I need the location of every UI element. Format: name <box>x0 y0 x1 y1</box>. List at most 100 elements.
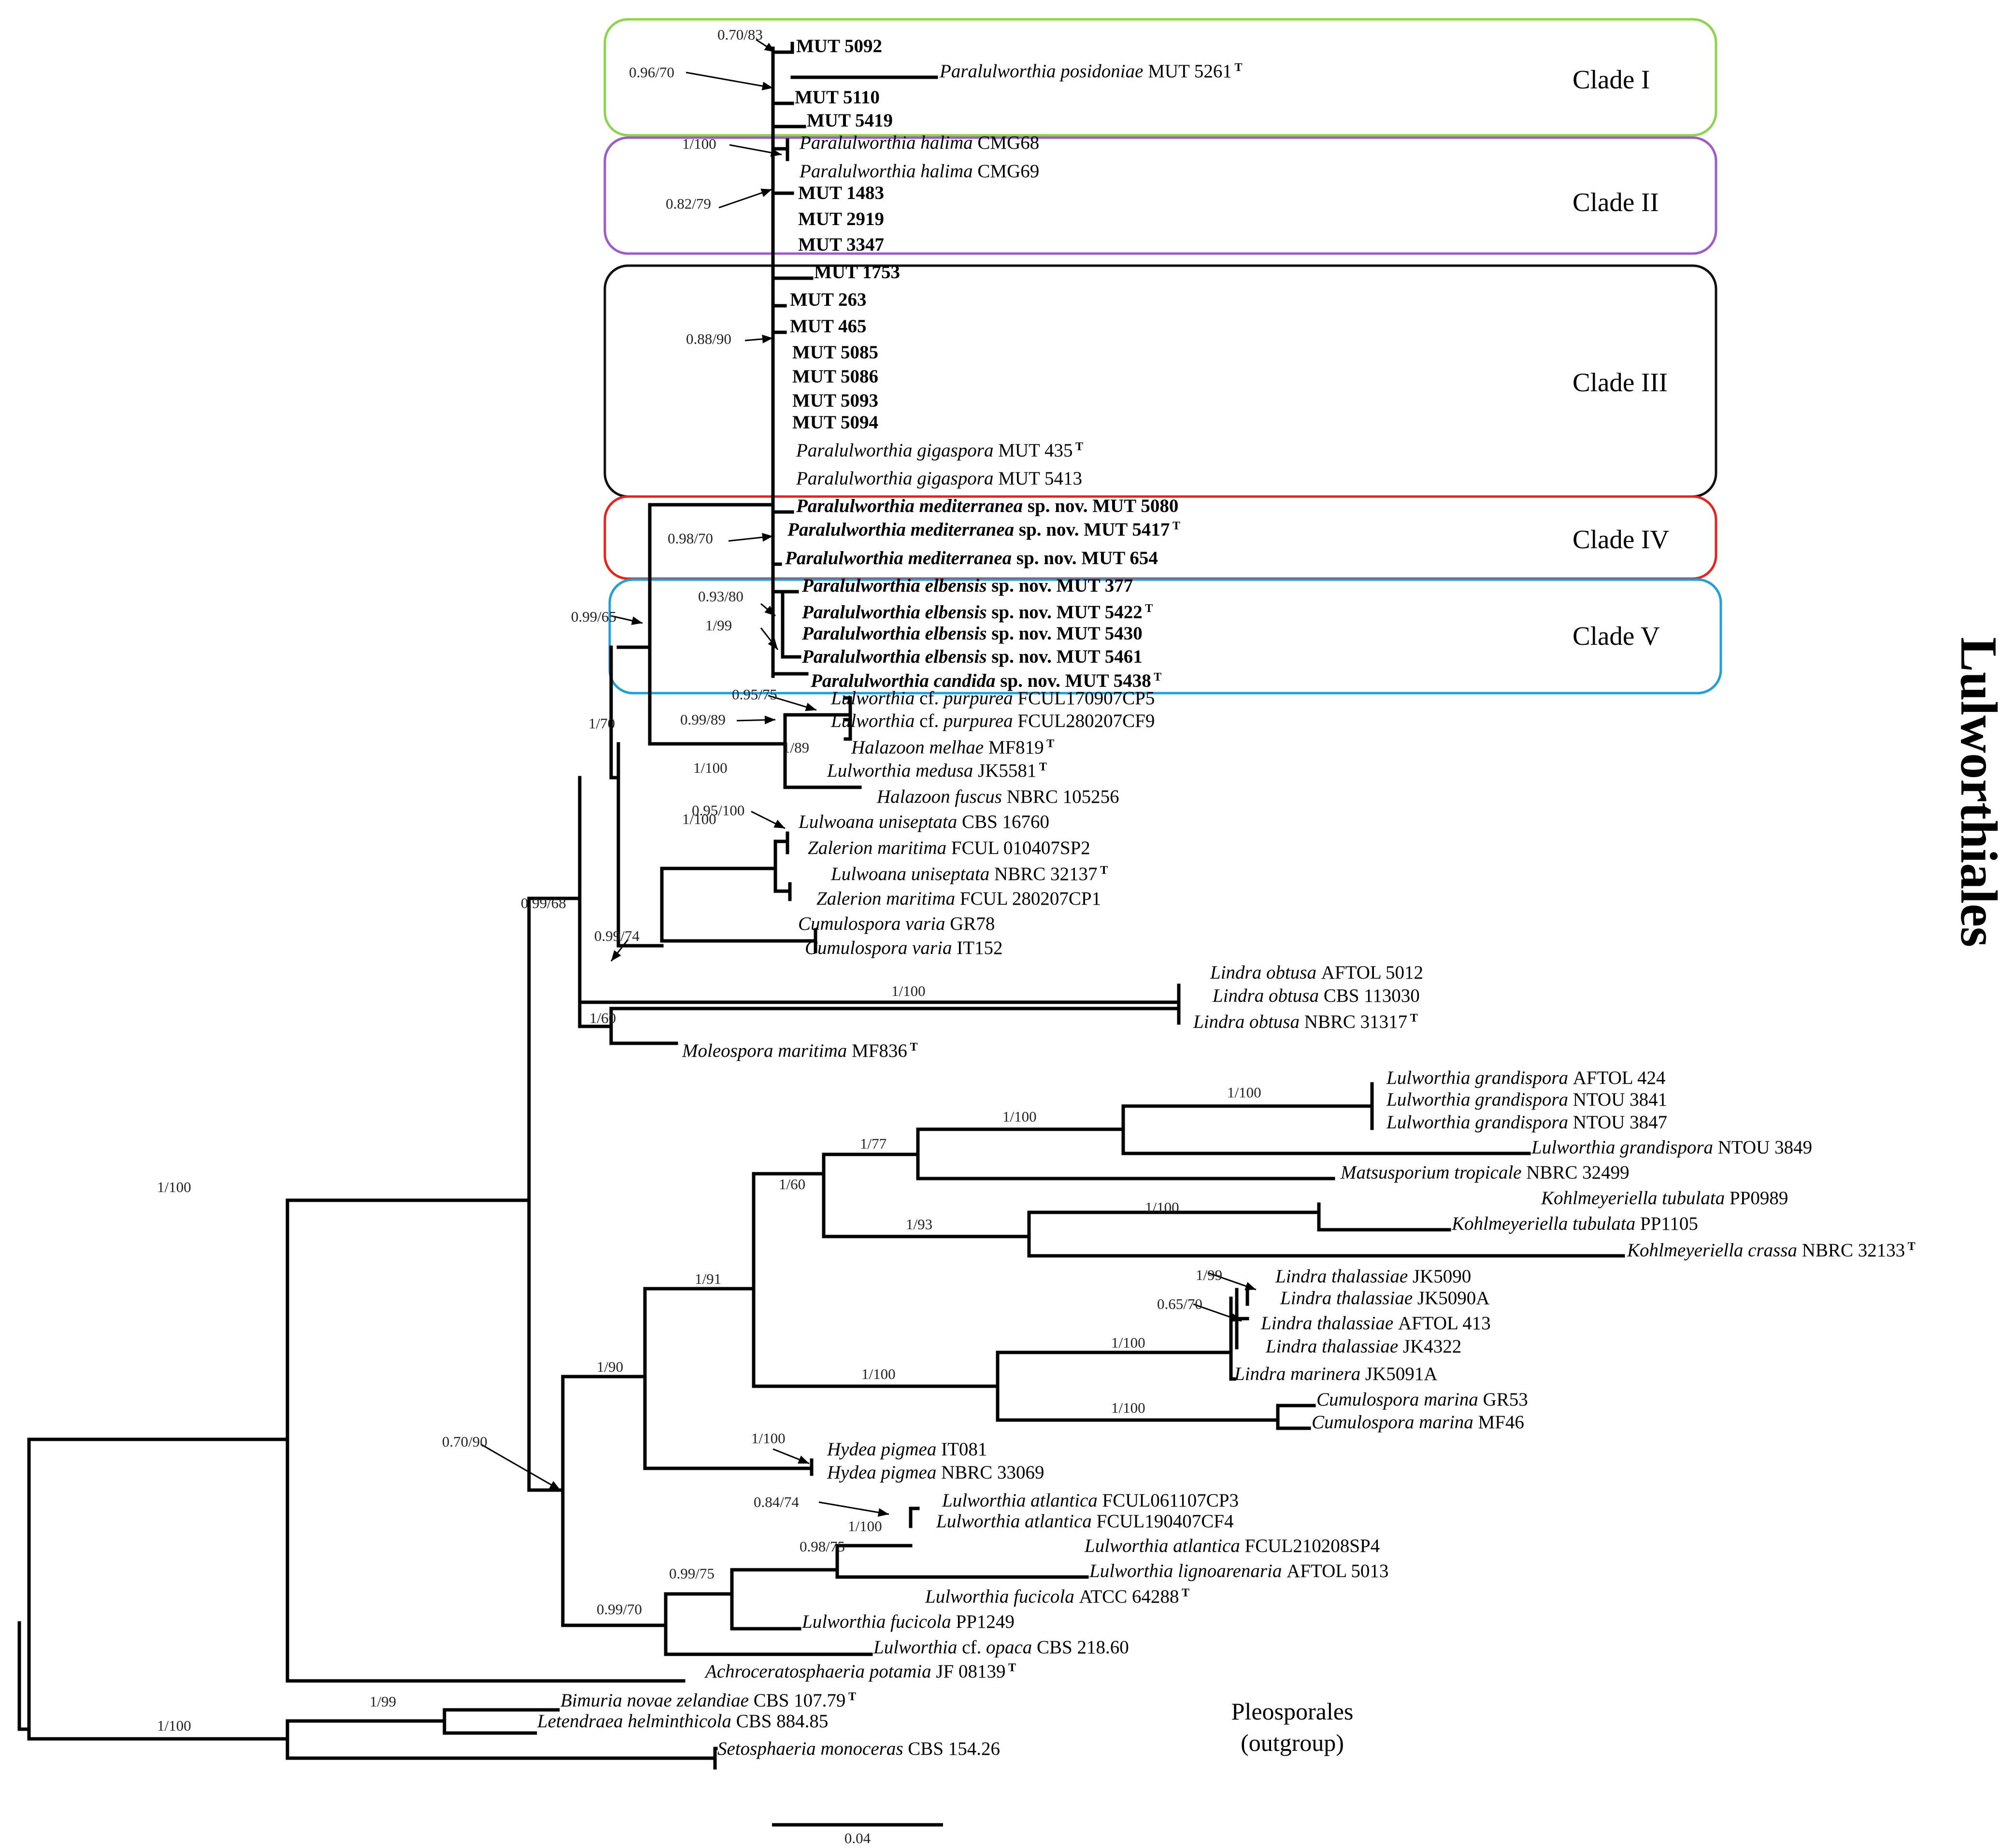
taxon-label: MUT 3347 <box>798 234 884 255</box>
strain-id: MUT 5094 <box>792 412 878 433</box>
support-value: 0.98/70 <box>668 530 713 547</box>
taxon-label: MUT 5086 <box>792 366 878 387</box>
type-marker: T <box>1151 671 1162 683</box>
taxon-name: Bimuria novae zelandiae <box>560 1690 754 1711</box>
taxon-name: Hydea pigmea <box>827 1439 941 1460</box>
taxon-name-2: opaca <box>981 1637 1032 1658</box>
strain-id: NTOU 3847 <box>1573 1112 1667 1133</box>
taxon-label: Cumulospora marina GR53 <box>1316 1389 1528 1410</box>
taxon-label: Paralulworthia gigaspora MUT 5413 <box>796 468 1082 489</box>
strain-id: MUT 5093 <box>792 390 878 411</box>
support-value: 0.95/75 <box>732 686 777 703</box>
taxon-label: Zalerion maritima FCUL 280207CP1 <box>816 888 1101 909</box>
support-value: 0.65/70 <box>1157 1295 1202 1312</box>
taxon-name: Paralulworthia halima <box>799 161 977 182</box>
taxon-label: Lindra thalassiae JK4322 <box>1265 1336 1461 1357</box>
taxon-name: Lulwoana uniseptata <box>830 864 994 884</box>
support-arrow-head <box>798 1455 809 1464</box>
support-value: 1/90 <box>597 1358 623 1375</box>
taxon-label: Lulworthia grandispora NTOU 3847 <box>1386 1112 1667 1133</box>
taxon-name: Lulworthia <box>830 688 919 709</box>
type-marker: T <box>1044 738 1055 750</box>
taxon-name: Lulworthia atlantica <box>1084 1535 1245 1556</box>
taxon-name: Matsusporium tropicale <box>1340 1162 1526 1183</box>
taxon-name: Lulworthia atlantica <box>936 1511 1097 1532</box>
strain-id: AFTOL 413 <box>1398 1313 1491 1334</box>
taxon-label: Hydea pigmea IT081 <box>827 1439 987 1460</box>
strain-id: PP1105 <box>1640 1213 1698 1234</box>
taxon-label: Lindra marinera JK5091A <box>1234 1364 1437 1384</box>
strain-id: NBRC 31317 <box>1304 1011 1407 1032</box>
strain-id: MUT 5419 <box>807 110 893 131</box>
taxon-label: Cumulospora varia IT152 <box>805 938 1003 958</box>
taxon-label: MUT 5094 <box>792 412 878 433</box>
strain-id: IT152 <box>957 938 1002 958</box>
taxon-label: Lulwoana uniseptata CBS 16760 <box>798 811 1049 832</box>
strain-id-2: CBS 218.60 <box>1032 1637 1129 1658</box>
taxon-name: Lulworthia medusa <box>827 760 978 781</box>
taxon-label: Paralulworthia elbensis sp. nov. MUT 542… <box>801 602 1153 623</box>
taxon-label: MUT 465 <box>790 316 867 337</box>
strain-id: MUT 3347 <box>798 234 884 255</box>
strain-id: MUT 5261 <box>1148 61 1232 82</box>
taxon-name: Cumulospora marina <box>1312 1412 1478 1433</box>
taxon-name: Paralulworthia mediterranea <box>796 496 1028 516</box>
taxon-name: Lindra obtusa <box>1193 1011 1304 1032</box>
taxon-name: Zalerion maritima <box>816 888 960 909</box>
support-arrow-head <box>768 639 778 650</box>
strain-id: IT081 <box>941 1439 987 1460</box>
support-value: 1/99 <box>1196 1266 1222 1283</box>
support-arrow-head <box>1230 1313 1242 1322</box>
taxon-label: Paralulworthia posidoniae MUT 5261 T <box>939 61 1243 82</box>
support-arrow-head <box>762 334 773 343</box>
taxon-name: Paralulworthia candida <box>810 670 1000 691</box>
support-arrow-head <box>770 148 782 157</box>
support-value: 1/100 <box>1111 1399 1145 1416</box>
taxon-label: Lulworthia cf. purpurea FCUL170907CP5 <box>830 688 1155 709</box>
taxon-label: MUT 1753 <box>814 262 900 283</box>
strain-id: PP1249 <box>956 1611 1015 1632</box>
strain-id: NBRC 33069 <box>941 1462 1044 1483</box>
clade-label-4: Clade IV <box>1573 525 1669 554</box>
support-value: 0.99/89 <box>680 711 726 728</box>
clade-box-2 <box>603 136 1717 255</box>
strain-id: JK4322 <box>1403 1336 1461 1357</box>
clade-label-3: Clade III <box>1573 368 1668 397</box>
taxon-label: Paralulworthia mediterranea sp. nov. MUT… <box>796 496 1178 516</box>
type-marker: T <box>1170 520 1180 532</box>
taxon-name: Lulworthia grandispora <box>1531 1137 1718 1158</box>
strain-id: sp. nov. MUT 654 <box>1016 548 1158 569</box>
taxon-name: Halazoon melhae <box>851 737 988 758</box>
support-value: 0.99/70 <box>597 1601 642 1618</box>
strain-id: MUT 465 <box>790 316 867 337</box>
taxon-name: Lindra obtusa <box>1210 962 1321 983</box>
taxon-label: MUT 5093 <box>792 390 878 411</box>
strain-id: cf. <box>962 1637 981 1658</box>
taxon-label: Lulwoana uniseptata NBRC 32137 T <box>830 864 1108 884</box>
support-arrow-head <box>760 188 772 197</box>
type-marker: T <box>1143 602 1153 615</box>
taxon-name: Letendraea helminthicola <box>537 1711 736 1732</box>
support-arrow-line <box>686 71 773 89</box>
taxon-label: Halazoon fuscus NBRC 105256 <box>876 786 1119 807</box>
clade-boxes <box>603 18 1722 695</box>
strain-id: FCUL061107CP3 <box>1102 1490 1239 1511</box>
taxon-name: Paralulworthia posidoniae <box>939 61 1148 82</box>
taxon-name: Moleospora maritima <box>682 1040 852 1061</box>
taxon-name: Lulworthia fucicola <box>925 1586 1079 1607</box>
strain-id: MUT 5413 <box>998 468 1082 489</box>
taxon-label: Lulworthia lignoarenaria AFTOL 5013 <box>1089 1561 1388 1581</box>
strain-id: CBS 154.26 <box>908 1738 1000 1759</box>
strain-id: MUT 263 <box>790 289 867 310</box>
taxon-name: Lindra thalassiae <box>1280 1288 1417 1308</box>
strain-id: sp. nov. MUT 5080 <box>1028 496 1178 516</box>
support-value: 1/60 <box>779 1176 805 1193</box>
support-arrow-head <box>1244 1282 1256 1291</box>
taxon-label: Matsusporium tropicale NBRC 32499 <box>1340 1162 1630 1183</box>
taxon-label: Achroceratosphaeria potamia JF 08139 T <box>704 1661 1016 1682</box>
support-value: 1/99 <box>370 1693 396 1710</box>
support-value: 0.95/100 <box>692 802 744 819</box>
taxon-label: Cumulospora varia GR78 <box>798 913 995 934</box>
taxon-label: MUT 5085 <box>792 342 878 363</box>
